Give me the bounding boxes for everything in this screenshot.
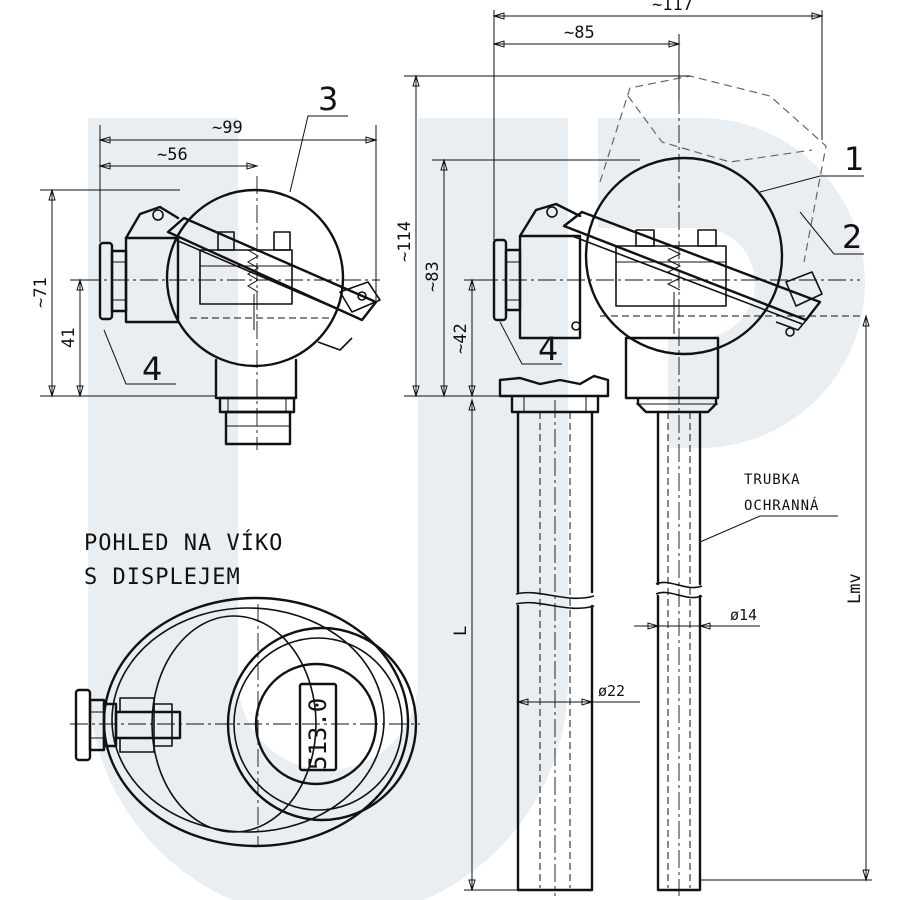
lid-view: POHLED NA VÍKO S DISPLEJEM 513.0 — [70, 530, 420, 848]
dim-head-height: ~83 — [423, 261, 443, 292]
callout-2: 2 — [842, 218, 862, 256]
dim-side-height: ~71 — [31, 277, 51, 308]
callout-3: 3 — [318, 80, 338, 118]
callout-4-front: 4 — [538, 330, 558, 368]
dim-length: L — [451, 626, 471, 636]
view-title-line1: POHLED NA VÍKO — [84, 530, 283, 556]
view-title-line2: S DISPLEJEM — [84, 565, 241, 590]
dim-head-offset: ~85 — [564, 23, 595, 43]
dim-overall-height: ~114 — [395, 221, 415, 262]
watermark-logo — [88, 118, 865, 900]
dim-tube-diameter-small: ø14 — [730, 606, 757, 624]
display-reading: 513.0 — [304, 698, 332, 770]
front-view: ~117 ~85 ~114 ~83 ~42 L Lmv ø22 — [395, 0, 872, 896]
dim-immersion-length: Lmv — [845, 573, 865, 604]
dim-side-offset: ~56 — [157, 145, 188, 165]
dim-neck-height: ~42 — [451, 323, 471, 354]
dim-side-axis: 41 — [59, 328, 79, 348]
dim-tube-diameter-large: ø22 — [598, 682, 625, 700]
callout-1: 1 — [844, 140, 864, 178]
side-view: ~99 ~56 ~71 41 3 4 — [31, 80, 381, 450]
dim-overall-width: ~117 — [652, 0, 693, 15]
callout-4-side: 4 — [142, 350, 162, 388]
tube-label-line1: TRUBKA — [744, 472, 801, 488]
dim-side-width: ~99 — [212, 118, 243, 138]
tube-label-line2: OCHRANNÁ — [744, 497, 819, 514]
